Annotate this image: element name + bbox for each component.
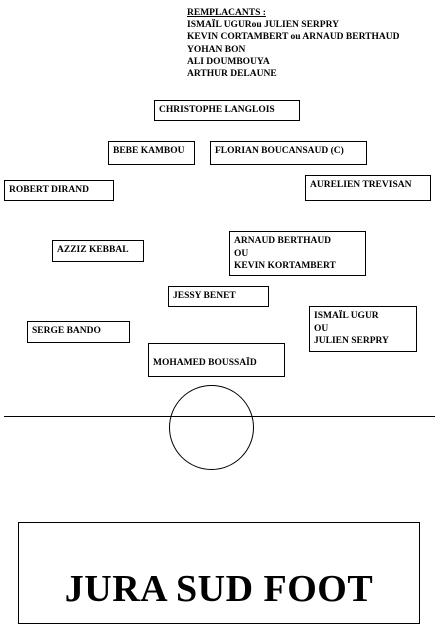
player-name: ISMAÏL UGUR (314, 311, 379, 321)
substitutes-list: REMPLACANTS : ISMAÏL UGURou JULIEN SERPR… (187, 7, 399, 80)
substitute-line: ISMAÏL UGURou JULIEN SERPRY (187, 20, 339, 31)
player-box-central-midfielder: JESSY BENET (168, 286, 269, 307)
substitute-line: ALI DOUMBOUYA (187, 56, 270, 67)
player-box-goalkeeper: CHRISTOPHE LANGLOIS (154, 100, 300, 121)
player-name: CHRISTOPHE LANGLOIS (159, 105, 275, 115)
team-name: JURA SUD FOOT (64, 568, 374, 610)
player-box-right-midfielder: ARNAUD BERTHAUD OU KEVIN KORTAMBERT (229, 231, 366, 276)
player-or-label: OU (314, 323, 329, 334)
substitute-line: ARTHUR DELAUNE (187, 69, 277, 80)
player-box-center-back-left: BEBE KAMBOU (108, 141, 195, 165)
substitute-line: YOHAN BON (187, 44, 246, 55)
player-box-right-winger: ISMAÏL UGUR OU JULIEN SERPRY (309, 306, 417, 352)
player-name: ARNAUD BERTHAUD (234, 236, 332, 246)
player-name: MOHAMED BOUSSAÏD (153, 358, 257, 368)
player-name: AURELIEN TREVISAN (310, 180, 412, 190)
substitute-line: KEVIN CORTAMBERT ou ARNAUD BERTHAUD (187, 32, 400, 43)
team-name-box: JURA SUD FOOT (18, 522, 420, 624)
player-name: JULIEN SERPRY (314, 336, 389, 346)
player-name: KEVIN KORTAMBERT (234, 261, 336, 271)
player-name: SERGE BANDO (32, 326, 101, 336)
player-box-center-back-right: FLORIAN BOUCANSAUD (C) (210, 141, 367, 165)
player-box-left-winger: SERGE BANDO (27, 321, 130, 343)
substitutes-title: REMPLACANTS : (187, 8, 266, 18)
center-circle (169, 385, 254, 470)
player-box-striker: MOHAMED BOUSSAÏD (148, 343, 285, 377)
player-name: ROBERT DIRAND (9, 185, 89, 195)
player-name: AZZIZ KEBBAL (57, 245, 129, 255)
player-or-label: OU (234, 248, 249, 259)
player-name: BEBE KAMBOU (113, 146, 185, 156)
player-box-left-midfielder: AZZIZ KEBBAL (52, 240, 144, 262)
player-box-left-back: ROBERT DIRAND (4, 180, 114, 201)
player-name: FLORIAN BOUCANSAUD (C) (215, 146, 344, 156)
player-name: JESSY BENET (173, 291, 236, 301)
player-box-right-back: AURELIEN TREVISAN (305, 175, 431, 201)
